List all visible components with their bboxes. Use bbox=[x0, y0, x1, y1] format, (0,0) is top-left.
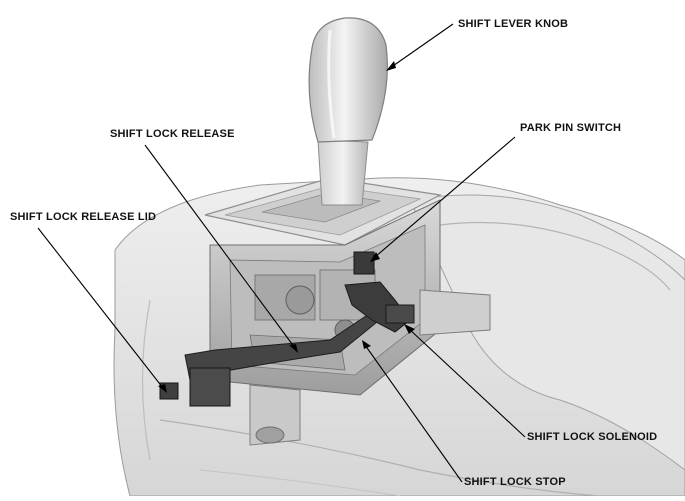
leader-arrow-shift-lock-release bbox=[289, 344, 298, 353]
label-park-pin-switch: PARK PIN SWITCH bbox=[520, 122, 622, 134]
label-shift-lever-knob: SHIFT LEVER KNOB bbox=[458, 18, 569, 30]
leader-lines bbox=[37, 23, 526, 483]
label-shift-lock-release: SHIFT LOCK RELEASE bbox=[110, 128, 235, 140]
shift-lock-release-cable bbox=[184, 311, 383, 381]
shift-lever bbox=[308, 17, 388, 206]
leader-arrow-park-pin-switch bbox=[370, 252, 380, 262]
label-shift-lock-solenoid: SHIFT LOCK SOLENOID bbox=[527, 431, 658, 443]
leader-arrow-shift-lock-solenoid bbox=[404, 324, 415, 334]
leader-shift-lever-knob bbox=[389, 23, 454, 69]
park-pin-switch-part bbox=[353, 251, 375, 275]
leader-shift-lock-solenoid bbox=[407, 327, 526, 438]
leader-park-pin-switch bbox=[374, 136, 516, 258]
leader-arrow-shift-lock-stop bbox=[362, 340, 371, 349]
leader-arrow-shift-lock-release-lid bbox=[158, 384, 167, 393]
leader-arrow-shift-lever-knob bbox=[386, 61, 396, 71]
label-shift-lock-release-lid: SHIFT LOCK RELEASE LID bbox=[10, 211, 157, 223]
shift-lock-solenoid-part bbox=[344, 281, 415, 333]
leader-shift-lock-release-lid bbox=[37, 227, 164, 389]
leader-shift-lock-stop bbox=[364, 344, 463, 483]
label-shift-lock-stop: SHIFT LOCK STOP bbox=[464, 476, 566, 488]
leader-shift-lock-release bbox=[144, 144, 296, 349]
release-lid-part bbox=[159, 367, 231, 407]
